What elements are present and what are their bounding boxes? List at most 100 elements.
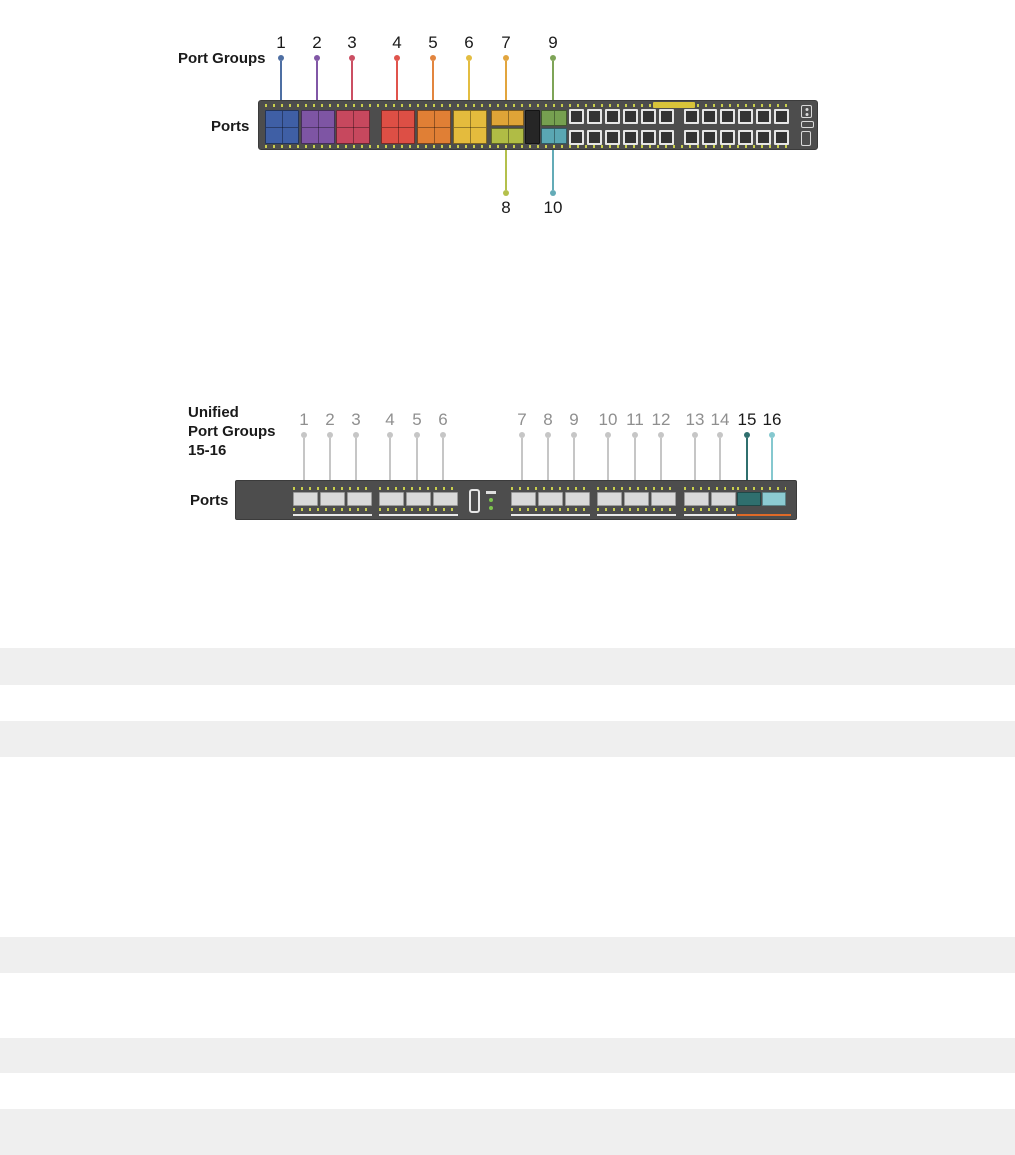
power-led-icon [489, 506, 493, 510]
qsfp-port [659, 130, 674, 145]
sfp-port [538, 492, 563, 506]
usb-port-icon [469, 489, 480, 513]
callout-number: 6 [464, 33, 474, 52]
port-group-3 [336, 110, 370, 144]
status-led-icon [489, 498, 493, 502]
callout-dot [744, 432, 750, 438]
callout-line [746, 438, 748, 491]
unified-port-group-4-6 [379, 492, 458, 506]
port-led-strip [737, 487, 786, 490]
callout-number: 10 [598, 410, 618, 429]
callout-number: 11 [626, 410, 644, 429]
callout-dot [349, 55, 355, 61]
callout-line [634, 438, 636, 491]
sfp-port [624, 492, 649, 506]
port-led-strip [293, 487, 372, 490]
callout-line [416, 438, 418, 491]
callout-dot [440, 432, 446, 438]
sfp-port [597, 492, 622, 506]
callout-number: 3 [347, 33, 357, 52]
sfp-port [711, 492, 736, 506]
callout-number: 2 [312, 33, 322, 52]
fig2-callout-group-14: 14 [708, 410, 732, 491]
callout-dot [605, 432, 611, 438]
callout-line [316, 61, 318, 112]
fig2-callout-group-4: 4 [378, 410, 402, 491]
callout-dot [503, 190, 509, 196]
callout-number: 16 [762, 410, 782, 429]
reset-button-icon [486, 491, 496, 494]
fig2-callout-group-13: 13 [683, 410, 707, 491]
callout-number: 9 [548, 33, 558, 52]
callout-dot [466, 55, 472, 61]
unified-port-group-13-14 [684, 492, 736, 506]
table-row-stripe [0, 1038, 1015, 1073]
fig2-callout-group-3: 3 [344, 410, 368, 491]
fig2-callout-group-1: 1 [292, 410, 316, 491]
callout-number: 12 [651, 410, 671, 429]
port-led-strip [379, 508, 458, 511]
callout-number: 5 [412, 410, 422, 429]
unified-port-group-7-9 [511, 492, 590, 506]
sfp-port [379, 492, 404, 506]
callout-dot [545, 432, 551, 438]
callout-line [660, 438, 662, 491]
console-port-icon [801, 131, 811, 146]
callout-line [351, 61, 353, 112]
table-row-stripe [0, 648, 1015, 685]
callout-dot [692, 432, 698, 438]
group-underline [293, 514, 372, 516]
fig1-callout-group-2: 2 [305, 33, 329, 112]
callout-number: 8 [543, 410, 553, 429]
unified-port-group-16 [762, 492, 786, 506]
callout-number: 1 [299, 410, 309, 429]
fig2-callout-group-9: 9 [562, 410, 586, 491]
group-underline [597, 514, 676, 516]
callout-number: 7 [501, 33, 511, 52]
callout-line [396, 61, 398, 112]
callout-line [573, 438, 575, 491]
fig2-callout-group-16: 16 [760, 410, 784, 491]
qsfp-port [587, 130, 602, 145]
callout-dot [394, 55, 400, 61]
fig2-ports-label: Ports [190, 492, 229, 509]
callout-dot [414, 432, 420, 438]
callout-number: 13 [685, 410, 705, 429]
table-row-stripe [0, 1109, 1015, 1155]
qsfp-port [605, 109, 620, 124]
callout-line [552, 61, 554, 112]
stack-id-badge [653, 102, 695, 108]
callout-dot [550, 55, 556, 61]
fig2-callout-group-12: 12 [649, 410, 673, 491]
unified-port-group-1-3 [293, 492, 372, 506]
callout-number: 8 [501, 198, 511, 217]
table-row-stripe [0, 937, 1015, 973]
callout-number: 3 [351, 410, 361, 429]
table-row-stripe [0, 721, 1015, 757]
callout-line [547, 438, 549, 491]
sfp-port [651, 492, 676, 506]
fig2-callout-group-11: 11 [623, 410, 647, 491]
callout-line [432, 61, 434, 112]
qsfp-port [756, 130, 771, 145]
port-group-1 [265, 110, 299, 144]
callout-line [329, 438, 331, 491]
port-number-strip-top [265, 104, 793, 107]
port-led-strip [684, 508, 736, 511]
qsfp-port [702, 130, 717, 145]
port-led-strip [511, 508, 590, 511]
unified-port-group-10-12 [597, 492, 676, 506]
sfp-port [406, 492, 431, 506]
fig1-callout-group-5: 5 [421, 33, 445, 112]
sfp-port [684, 492, 709, 506]
callout-line [552, 144, 554, 190]
qsfp-port [641, 130, 656, 145]
qsfp-port [659, 109, 674, 124]
switch-chassis-top [258, 100, 818, 150]
callout-line [607, 438, 609, 491]
port-led-strip [597, 508, 676, 511]
callout-line [694, 438, 696, 491]
switch-chassis-bottom [235, 480, 797, 520]
callout-number: 6 [438, 410, 448, 429]
